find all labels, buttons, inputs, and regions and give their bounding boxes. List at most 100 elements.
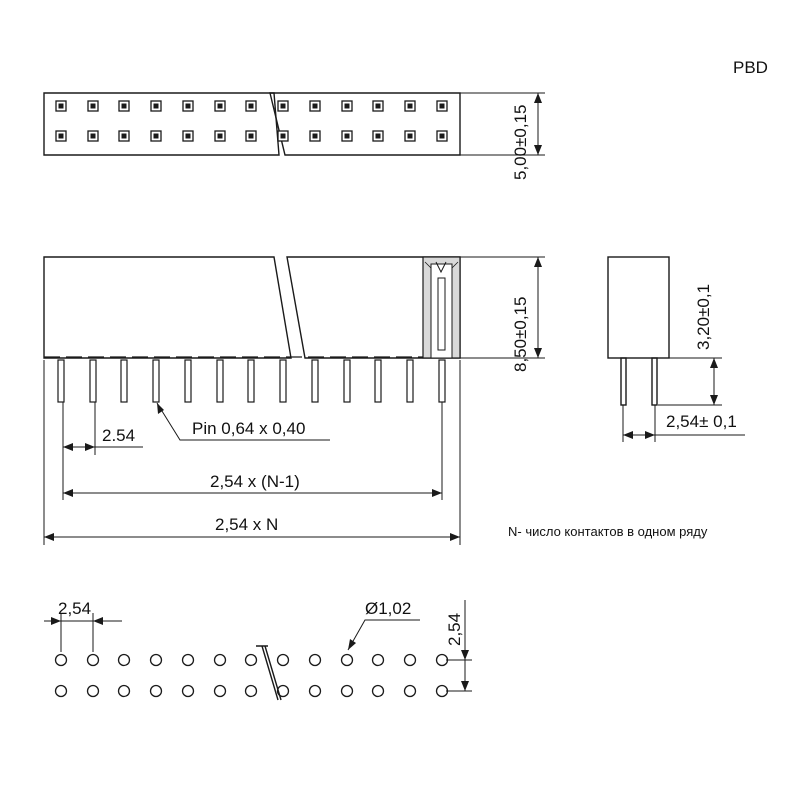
socket-inner: [248, 133, 254, 139]
dim-side-height-group: 3,20±0,1: [658, 284, 722, 406]
socket-inner: [185, 133, 191, 139]
fp-pitch-x-group: 2,54: [44, 599, 122, 652]
pin-leader-group: Pin 0,64 x 0,40: [156, 402, 330, 441]
footprint-hole: [276, 653, 290, 667]
pin: [216, 359, 224, 403]
socket-inner: [217, 103, 223, 109]
drawing-code: PBD: [733, 58, 768, 77]
pin: [57, 359, 65, 403]
footprint-hole: [371, 653, 385, 667]
footprint-hole: [308, 684, 322, 698]
footprint-hole: [54, 653, 68, 667]
socket-inner: [217, 133, 223, 139]
socket-inner: [153, 133, 159, 139]
socket-inner: [90, 103, 96, 109]
socket-inner: [185, 103, 191, 109]
footprint-hole: [308, 653, 322, 667]
dim-total-label: 2,54 x N: [215, 515, 278, 534]
footprint-hole: [435, 653, 449, 667]
dim-pitch-label: 2.54: [102, 426, 135, 445]
footprint-hole: [403, 684, 417, 698]
top-view-sockets: [55, 100, 448, 142]
dim-side-row-group: 2,54± 0,1: [622, 405, 745, 442]
footprint-hole: [213, 684, 227, 698]
socket-inner: [58, 103, 64, 109]
socket-inner: [121, 103, 127, 109]
socket-inner: [280, 103, 286, 109]
contact-section: [422, 256, 461, 359]
front-view-body-left: [43, 256, 292, 359]
socket-inner: [280, 133, 286, 139]
footprint-holes: [54, 653, 449, 698]
legend-note: N- число контактов в одном ряду: [508, 524, 708, 539]
pin: [152, 359, 160, 403]
pin: [184, 359, 192, 403]
footprint-hole: [244, 653, 258, 667]
pin: [279, 359, 287, 403]
pin: [343, 359, 351, 403]
dim-total-group: 2,54 x N: [43, 360, 461, 545]
footprint-hole: [86, 684, 100, 698]
pin: [311, 359, 319, 403]
pin: [247, 359, 255, 403]
footprint-hole: [213, 653, 227, 667]
top-view-body-left: [43, 92, 280, 156]
dim-span-group: 2,54 x (N-1): [62, 402, 443, 500]
socket-inner: [248, 103, 254, 109]
footprint-hole: [149, 684, 163, 698]
socket-inner: [407, 133, 413, 139]
socket-inner: [344, 103, 350, 109]
fp-pitch-y-label: 2,54: [445, 613, 464, 646]
side-view-pin-left: [620, 357, 627, 406]
socket-inner: [407, 103, 413, 109]
top-view-body-right: [269, 92, 461, 156]
side-view: [607, 256, 670, 406]
footprint: [54, 645, 449, 701]
footprint-hole: [244, 684, 258, 698]
fp-hole-label: Ø1,02: [365, 599, 411, 618]
pin: [120, 359, 128, 403]
socket-inner: [312, 133, 318, 139]
dim-side-row-label: 2,54± 0,1: [666, 412, 737, 431]
footprint-hole: [54, 684, 68, 698]
front-view: [43, 256, 461, 403]
side-view-body: [607, 256, 670, 359]
front-view-pins: [57, 359, 446, 403]
top-view: [43, 92, 461, 156]
fp-hole-leader-group: Ø1,02: [347, 599, 420, 651]
footprint-hole: [117, 684, 131, 698]
dim-span-label: 2,54 x (N-1): [210, 472, 300, 491]
footprint-hole: [181, 653, 195, 667]
fp-pitch-y-group: 2,54: [445, 600, 472, 692]
pin-note: Pin 0,64 x 0,40: [192, 419, 305, 438]
pin: [438, 359, 446, 403]
socket-inner: [153, 103, 159, 109]
footprint-break: [256, 645, 282, 701]
side-view-pin-right: [651, 357, 658, 406]
pin: [89, 359, 97, 403]
socket-inner: [121, 133, 127, 139]
pin: [374, 359, 382, 403]
footprint-hole: [117, 653, 131, 667]
pin: [406, 359, 414, 403]
dim-height-group: 8,50±0,15: [460, 256, 545, 372]
footprint-hole: [403, 653, 417, 667]
footprint-hole: [435, 684, 449, 698]
socket-inner: [344, 133, 350, 139]
footprint-hole: [181, 684, 195, 698]
dim-width-label: 5,00±0,15: [511, 104, 530, 180]
socket-inner: [312, 103, 318, 109]
socket-inner: [439, 103, 445, 109]
footprint-hole: [86, 653, 100, 667]
dim-pitch-group: 2.54: [62, 402, 143, 455]
footprint-hole: [276, 684, 290, 698]
footprint-hole: [149, 653, 163, 667]
socket-inner: [90, 133, 96, 139]
socket-inner: [439, 133, 445, 139]
socket-inner: [375, 133, 381, 139]
socket-inner: [58, 133, 64, 139]
footprint-hole: [340, 653, 354, 667]
footprint-hole: [340, 684, 354, 698]
dim-width-group: 5,00±0,15: [460, 92, 545, 180]
